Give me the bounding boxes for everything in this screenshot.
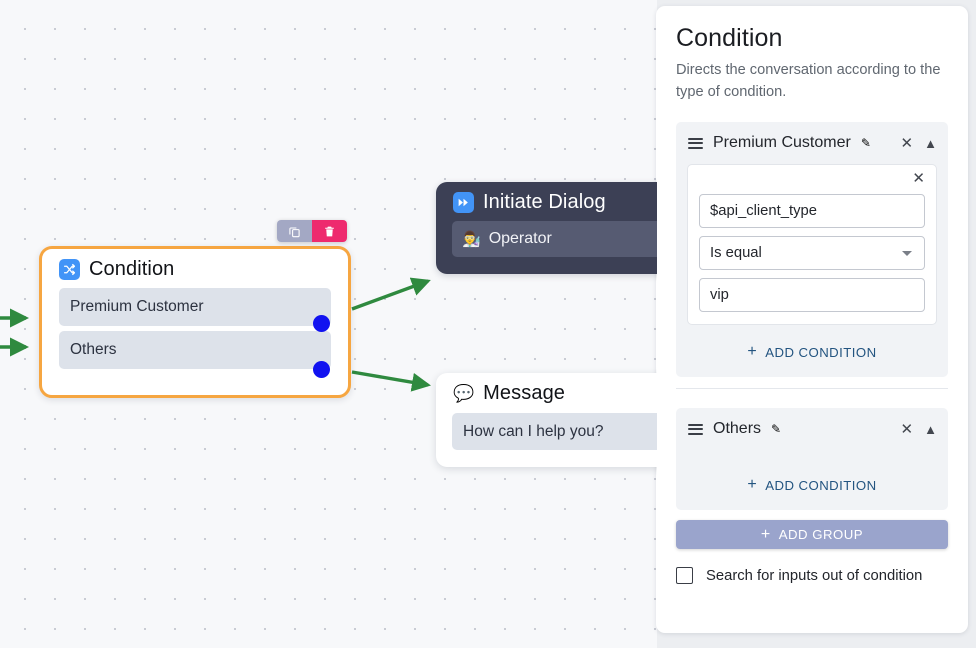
edge-layer [0,277,432,392]
add-condition-label: ADD CONDITION [765,344,877,360]
search-inputs-checkbox-row[interactable]: Search for inputs out of condition [676,567,948,585]
chevron-up-icon[interactable]: ▲ [924,421,937,437]
flow-canvas[interactable]: Condition Premium Customer Others Initia… [0,0,657,648]
plus-icon: + [747,343,758,361]
add-group-button[interactable]: + ADD GROUP [676,520,948,550]
fast-forward-icon [453,192,474,213]
search-inputs-checkbox[interactable] [676,567,693,585]
operator-row-label: Operator [488,230,552,247]
branch-row-premium[interactable]: Premium Customer [59,288,331,326]
group-title-others: Others [713,420,762,438]
remove-condition-icon[interactable]: ✕ [912,170,925,188]
operator-select-value: Is equal [710,245,762,262]
copy-button[interactable] [277,220,312,242]
chevron-up-icon[interactable]: ▲ [924,135,937,151]
search-inputs-label: Search for inputs out of condition [706,567,923,584]
group-title-premium: Premium Customer [713,134,851,152]
group-header-others: Others ✎ ✕ ▲ [676,408,948,450]
trash-icon [325,226,334,236]
operator-row[interactable]: 👨‍🔬 Operator [452,221,657,257]
pencil-icon[interactable]: ✎ [771,422,782,437]
speech-bubble-icon: 💬 [453,384,475,403]
add-condition-button-premium[interactable]: + ADD CONDITION [676,335,948,369]
operator-emoji: 👨‍🔬 [462,230,481,248]
edge-to-initiate-dialog [351,277,431,311]
node-toolbar[interactable] [277,220,347,242]
output-port-premium[interactable] [313,315,330,332]
message-text-row[interactable]: How can I help you? [452,413,657,450]
panel-description: Directs the conversation according to th… [676,62,941,101]
condition-group-premium: Premium Customer ✎ ✕ ▲ ✕ $api_client_typ… [676,122,948,378]
panel-groups-lower: Others ✎ ✕ ▲ + ADD CONDITION [656,408,968,511]
plus-icon: + [760,525,771,543]
panel-header: Condition Directs the conversation accor… [656,6,968,378]
node-condition-branches: Premium Customer Others [42,281,348,369]
node-initiate-dialog-title: Initiate Dialog [483,191,606,213]
variable-field[interactable]: $api_client_type [699,194,925,229]
node-message-header: 💬 Message [436,373,657,405]
operator-select[interactable]: Is equal [699,236,925,271]
page-title: Condition [676,24,783,52]
group-header-premium: Premium Customer ✎ ✕ ▲ [676,122,948,164]
drag-handle-icon[interactable] [688,138,703,149]
node-initiate-dialog-header: Initiate Dialog [436,182,657,214]
node-message-title: Message [483,382,566,404]
value-field[interactable]: vip [699,278,925,313]
node-condition-title: Condition [89,258,175,280]
plus-icon: + [747,476,758,494]
drag-handle-icon[interactable] [688,424,703,435]
close-icon[interactable]: ✕ [900,134,914,152]
node-condition[interactable]: Condition Premium Customer Others [39,246,351,398]
close-icon[interactable]: ✕ [900,420,914,438]
node-initiate-dialog[interactable]: Initiate Dialog 👨‍🔬 Operator [436,182,657,274]
add-condition-button-others[interactable]: + ADD CONDITION [676,468,948,502]
panel-divider [676,388,948,390]
pencil-icon[interactable]: ✎ [860,136,871,151]
condition-card-1: ✕ $api_client_type Is equal vip [687,164,937,326]
node-message[interactable]: 💬 Message How can I help you? [436,373,657,467]
edge-to-message [351,370,432,392]
shuffle-icon [59,259,80,280]
output-port-others[interactable] [313,361,330,378]
chevron-down-icon [902,250,912,256]
condition-settings-panel: Condition Directs the conversation accor… [656,6,968,633]
node-condition-header: Condition [42,249,348,281]
branch-row-others[interactable]: Others [59,331,331,369]
condition-group-others: Others ✎ ✕ ▲ + ADD CONDITION [676,408,948,511]
add-group-label: ADD GROUP [778,527,864,543]
copy-icon [289,226,300,237]
add-condition-label: ADD CONDITION [765,477,877,493]
delete-button[interactable] [312,220,347,242]
